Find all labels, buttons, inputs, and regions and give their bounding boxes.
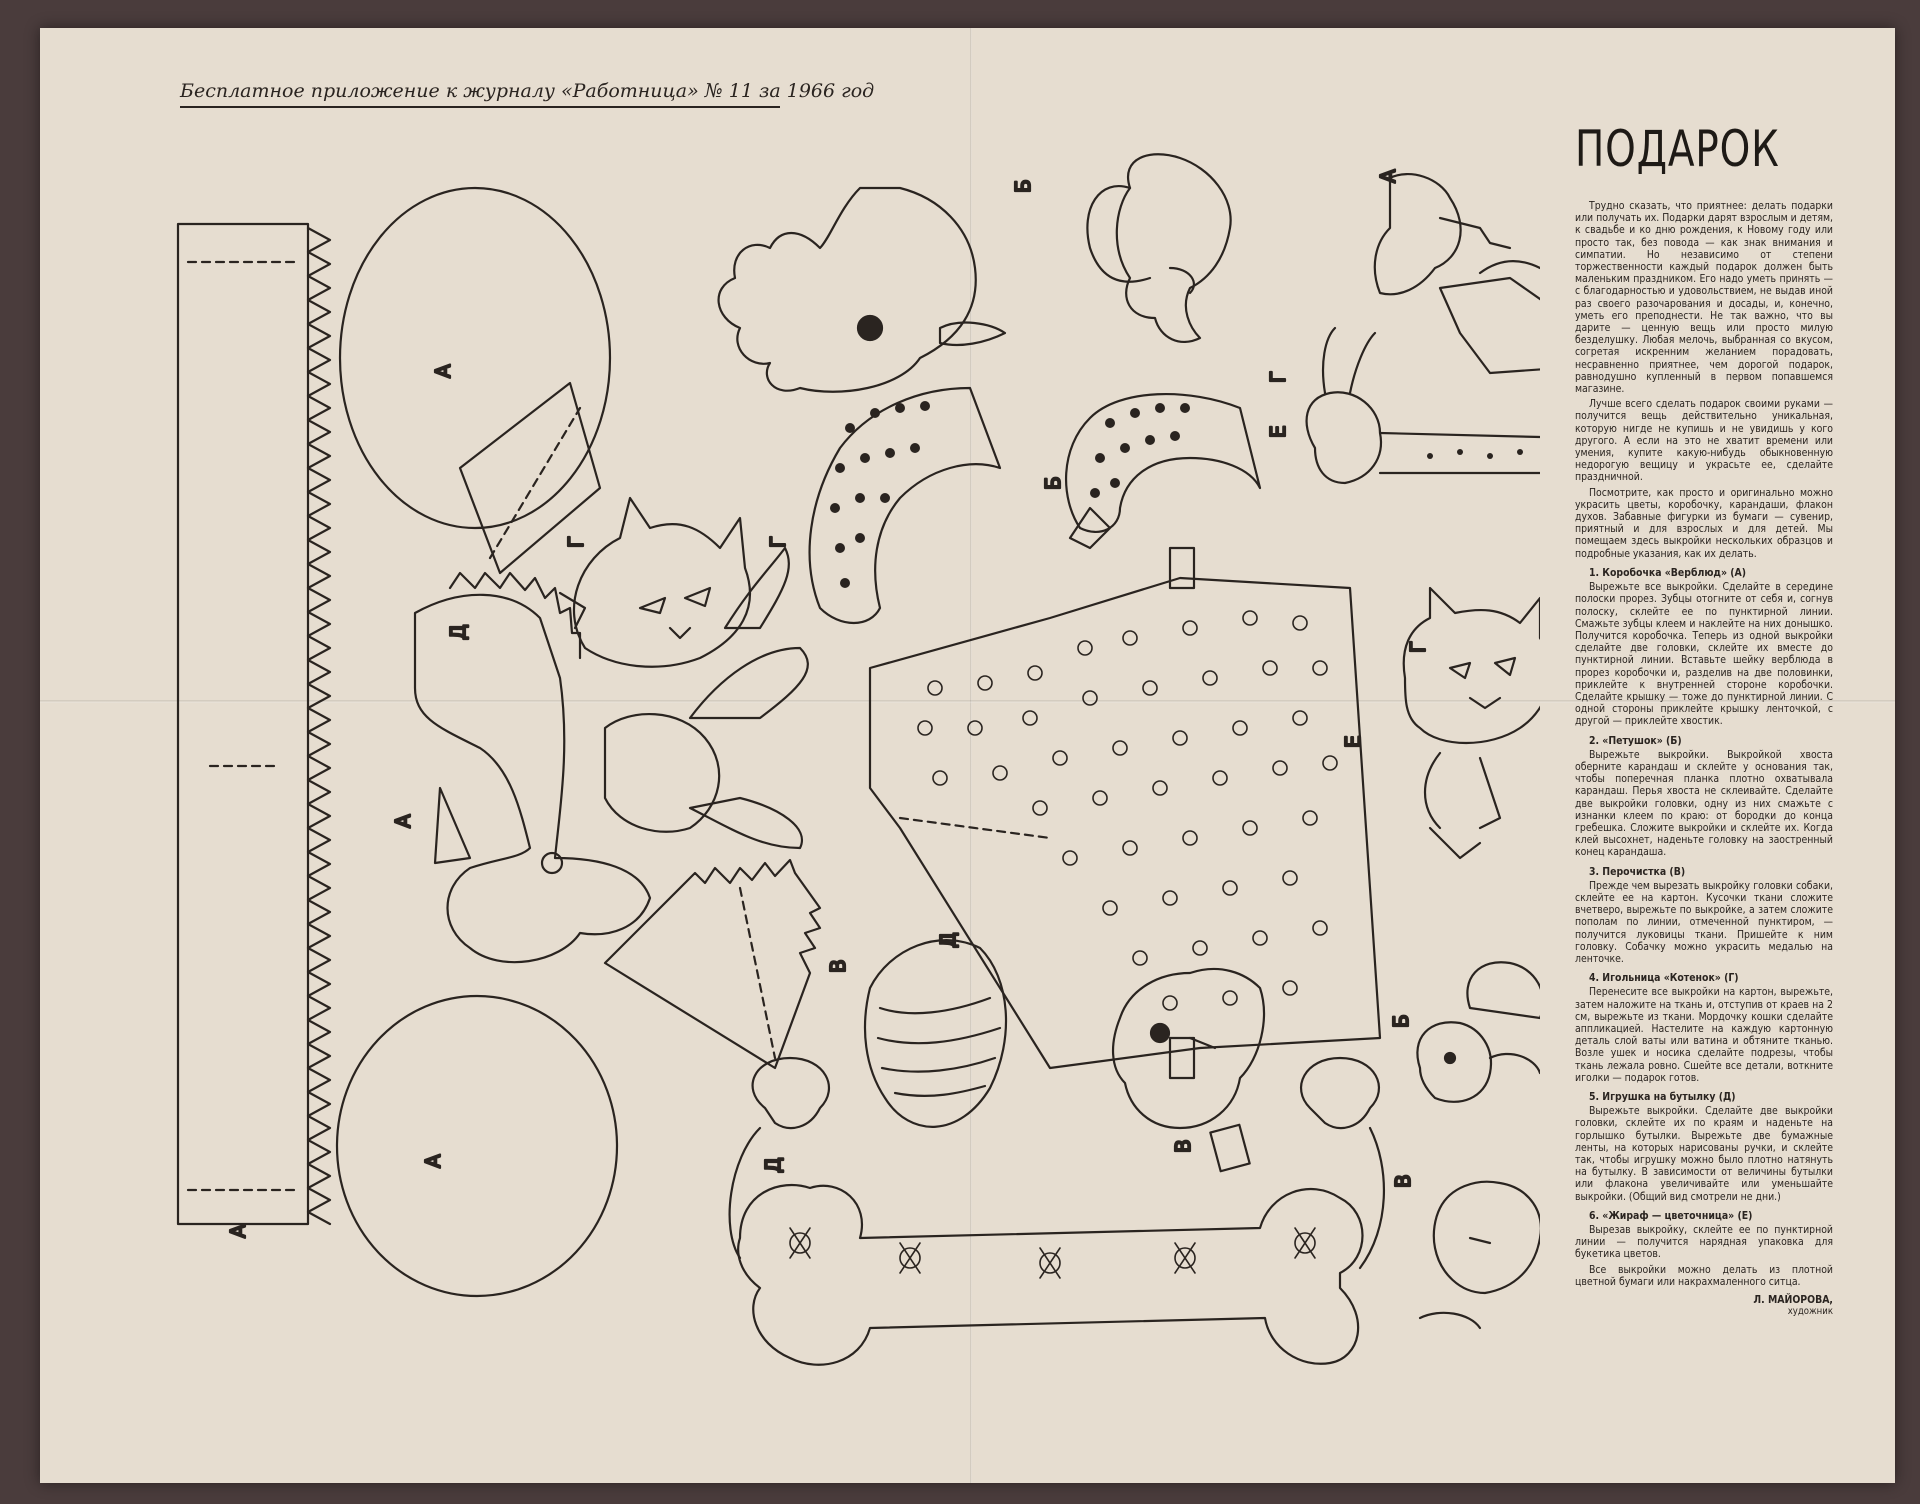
- label-b-small-rooster: Б: [1389, 1014, 1413, 1028]
- supplement-header: Бесплатное приложение к журналу «Работни…: [180, 80, 874, 108]
- label-e-rabbit: Е: [1266, 425, 1290, 438]
- section-heading-6: 6. «Жираф — цветочница» (Е): [1589, 1209, 1753, 1222]
- label-b-rooster: Б: [1011, 179, 1035, 193]
- top-circle-pattern: [338, 186, 612, 530]
- label-a-bottom-circle: А: [421, 1154, 445, 1168]
- label-a-camel: А: [1376, 169, 1400, 183]
- intro-paragraph-3: Посмотрите, как просто и оригинально мож…: [1575, 486, 1833, 560]
- small-rooster-drawing: [1416, 961, 1540, 1103]
- section-heading-2: 2. «Петушок» (Б): [1589, 734, 1682, 747]
- label-g-cat: Г: [564, 536, 588, 548]
- label-a-strip: А: [226, 1224, 250, 1238]
- intro-paragraph-1: Трудно сказать, что приятнее: делать под…: [1575, 200, 1833, 396]
- bottom-circle-pattern: [335, 994, 619, 1298]
- rooster-tail-drawing: [808, 386, 1002, 624]
- label-d-egg: Д: [936, 932, 960, 948]
- article-column: Трудно сказать, что приятнее: делать под…: [1575, 200, 1833, 1318]
- closing-paragraph: Все выкройки можно делать из плотной цве…: [1575, 1263, 1833, 1288]
- section-text-2: Вырежьте выкройки. Выкройкой хвоста обер…: [1575, 748, 1833, 859]
- dog-head-drawing-2: [1418, 1180, 1540, 1330]
- section-text-3: Прежде чем вырезать выкройку головки соб…: [1575, 879, 1833, 965]
- pattern-drawings: А А А А Д Г Г В Д Д Б Г Е А Г Б В В Б Е: [176, 153, 1540, 1366]
- section-heading-3: 3. Перочистка (В): [1589, 865, 1686, 878]
- label-v-fan: В: [826, 959, 850, 973]
- camel-box-strip-pattern: [176, 222, 332, 1226]
- rooster-head-drawing: [717, 186, 1007, 393]
- vertical-fold: [970, 28, 972, 1483]
- section-heading-1: 1. Коробочка «Верблюд» (А): [1589, 566, 1747, 579]
- author-signature: Л. МАЙОРОВА, художник: [1575, 1294, 1833, 1318]
- rooster-tail-drawing-2: [1065, 392, 1262, 550]
- page-title: ПОДАРОК: [1575, 120, 1780, 178]
- label-g-mid: Г: [766, 536, 790, 548]
- label-v-dog-tab: В: [1171, 1139, 1195, 1153]
- label-a-top-circle: А: [431, 364, 455, 378]
- section-text-5: Вырежьте выкройки. Сделайте две выкройки…: [1575, 1105, 1833, 1203]
- label-e-wrap: Е: [1341, 735, 1365, 748]
- author-role: художник: [1787, 1306, 1833, 1318]
- label-g-giraffe: Г: [1266, 371, 1290, 383]
- giraffe-head-drawing: [1115, 153, 1232, 343]
- perochistka-fan-pattern: [603, 858, 822, 1070]
- rabbit-ears-drawing: [603, 546, 809, 850]
- bottle-toy-band-pattern: [728, 1056, 1386, 1366]
- giraffe-flower-wrap-pattern: [868, 546, 1382, 1080]
- horizontal-fold: [40, 700, 1895, 703]
- author-name: Л. МАЙОРОВА,: [1753, 1294, 1833, 1307]
- section-text-1: Вырежьте все выкройки. Сделайте в середи…: [1575, 581, 1833, 728]
- cat-face-drawing: [558, 496, 752, 668]
- kitten-drawing: [1402, 586, 1540, 860]
- label-v-dog: В: [1391, 1174, 1415, 1188]
- section-text-4: Перенесите все выкройки на картон, выреж…: [1575, 986, 1833, 1084]
- striped-egg-drawing: [863, 939, 1008, 1128]
- camel-figure-drawing: [1373, 173, 1540, 375]
- intro-paragraph-2: Лучше всего сделать подарок своими рукам…: [1575, 398, 1833, 484]
- section-heading-4: 4. Игольница «Котенок» (Г): [1589, 972, 1739, 985]
- label-a-neck: А: [391, 814, 415, 828]
- section-text-6: Вырезав выкройку, склейте ее по пунктирн…: [1575, 1224, 1833, 1261]
- section-heading-5: 5. Игрушка на бутылку (Д): [1589, 1091, 1736, 1104]
- triangle-lid-pattern: [458, 381, 602, 575]
- giraffe-body-drawing: [1086, 185, 1152, 283]
- label-b-tail: Б: [1041, 476, 1065, 490]
- label-g-kitten: Г: [1406, 641, 1430, 653]
- dog-head-drawing: [1111, 968, 1266, 1173]
- supplement-sheet: Бесплатное приложение к журналу «Работни…: [40, 28, 1895, 1483]
- camel-head-pattern: [413, 571, 652, 964]
- rabbit-figure-drawing: [1305, 326, 1540, 485]
- label-d-camel: Д: [446, 624, 470, 640]
- label-d-band: Д: [761, 1157, 785, 1173]
